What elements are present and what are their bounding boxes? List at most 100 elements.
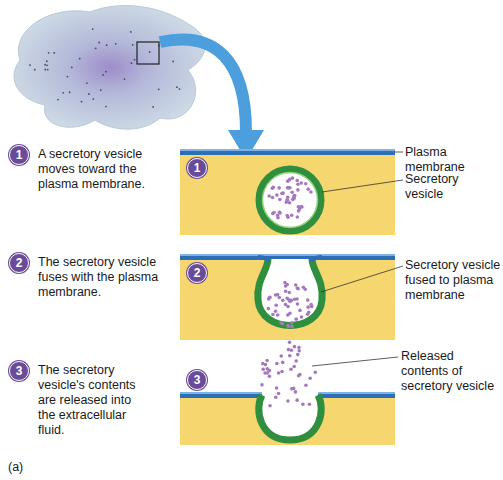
step-number-circle: 2 xyxy=(9,253,29,273)
content-dot xyxy=(288,300,292,304)
content-dot xyxy=(271,186,275,190)
content-dot xyxy=(290,213,294,217)
step-description: The secretory vesicle's contents are rel… xyxy=(38,363,146,438)
released-contents xyxy=(260,341,317,408)
content-dot xyxy=(287,186,291,190)
content-dot xyxy=(267,307,271,311)
step-description: A secretory vesicle moves toward the pla… xyxy=(38,147,156,192)
content-dot xyxy=(284,289,288,293)
content-dot xyxy=(286,215,290,219)
content-dot xyxy=(276,313,280,317)
content-dot xyxy=(280,192,284,196)
content-dot xyxy=(92,28,94,30)
content-dot xyxy=(267,194,271,198)
content-dot xyxy=(290,325,294,329)
structure-label: Secretory vesicle xyxy=(405,172,465,202)
step-number-circle: 3 xyxy=(9,361,29,381)
content-dot xyxy=(306,187,310,191)
content-dot xyxy=(298,373,302,377)
plasma-membrane xyxy=(318,392,395,398)
content-dot xyxy=(300,315,304,319)
content-dot xyxy=(277,392,281,396)
content-dot xyxy=(86,82,88,84)
content-dot xyxy=(271,212,275,216)
content-dot xyxy=(275,386,279,390)
content-dot xyxy=(158,88,160,90)
content-dot xyxy=(303,287,307,291)
content-dot xyxy=(274,309,278,313)
content-dot xyxy=(289,367,293,371)
content-dot xyxy=(98,42,100,44)
membrane-highlight xyxy=(180,254,395,256)
content-dot xyxy=(53,52,55,54)
content-dot xyxy=(115,43,117,45)
secretory-vesicle xyxy=(259,169,321,231)
content-dot xyxy=(46,60,48,62)
content-dot xyxy=(298,207,302,211)
content-dot xyxy=(296,182,300,186)
membrane-highlight xyxy=(180,149,395,151)
content-dot xyxy=(287,348,291,352)
content-dot xyxy=(67,76,69,78)
open-vesicle xyxy=(259,395,321,440)
content-dot xyxy=(286,305,290,309)
cytoplasm xyxy=(180,155,395,235)
content-dot xyxy=(309,303,313,307)
content-dot xyxy=(308,376,312,380)
content-dot xyxy=(92,98,94,100)
content-dot xyxy=(292,197,296,201)
membrane-highlight xyxy=(318,392,395,394)
content-dot xyxy=(105,71,107,73)
content-dot xyxy=(106,44,108,46)
content-dot xyxy=(306,305,310,309)
content-dot xyxy=(288,291,292,295)
leader-line xyxy=(321,266,403,292)
content-dot xyxy=(294,317,298,321)
zoom-arrow xyxy=(160,39,246,132)
content-dot xyxy=(95,47,97,49)
content-dot xyxy=(102,74,104,76)
step-number-circle: 2 xyxy=(187,263,207,283)
content-dot xyxy=(281,361,285,365)
content-dot xyxy=(62,92,64,94)
content-dot xyxy=(149,51,151,53)
cell-specks xyxy=(29,28,180,108)
content-dot xyxy=(278,198,282,202)
content-dot xyxy=(271,313,275,317)
content-dot xyxy=(260,383,264,387)
content-dot xyxy=(279,354,283,358)
content-dot xyxy=(271,185,275,189)
content-dot xyxy=(176,86,178,88)
leader-line xyxy=(322,180,403,192)
content-dot xyxy=(304,182,308,186)
panel-letter: (a) xyxy=(8,460,48,475)
content-dot xyxy=(288,312,292,316)
vesicle-inner-ring xyxy=(263,173,318,228)
step-number: 3 xyxy=(16,365,23,377)
content-dot xyxy=(297,346,301,350)
content-dot xyxy=(297,349,301,353)
content-dot xyxy=(278,296,282,300)
content-dot xyxy=(44,64,46,66)
cell-body xyxy=(14,6,205,130)
content-dot xyxy=(132,44,134,46)
content-dot xyxy=(295,398,299,402)
content-dot xyxy=(313,371,317,375)
step-number: 1 xyxy=(16,149,23,161)
content-dot xyxy=(301,402,305,406)
content-dot xyxy=(274,303,278,307)
content-dot xyxy=(286,195,290,199)
plasma-membrane xyxy=(180,149,395,155)
content-dot xyxy=(296,286,300,290)
content-dot xyxy=(294,283,298,287)
step-description: The secretory vesicle fuses with the pla… xyxy=(38,255,170,300)
content-dot xyxy=(288,354,292,358)
content-dot xyxy=(268,296,272,300)
content-dot xyxy=(268,375,272,379)
content-dot xyxy=(152,106,154,108)
step-number: 1 xyxy=(194,162,201,174)
content-dot xyxy=(279,321,283,325)
content-dot xyxy=(179,88,181,90)
content-dot xyxy=(294,359,298,363)
content-dot xyxy=(261,367,265,371)
